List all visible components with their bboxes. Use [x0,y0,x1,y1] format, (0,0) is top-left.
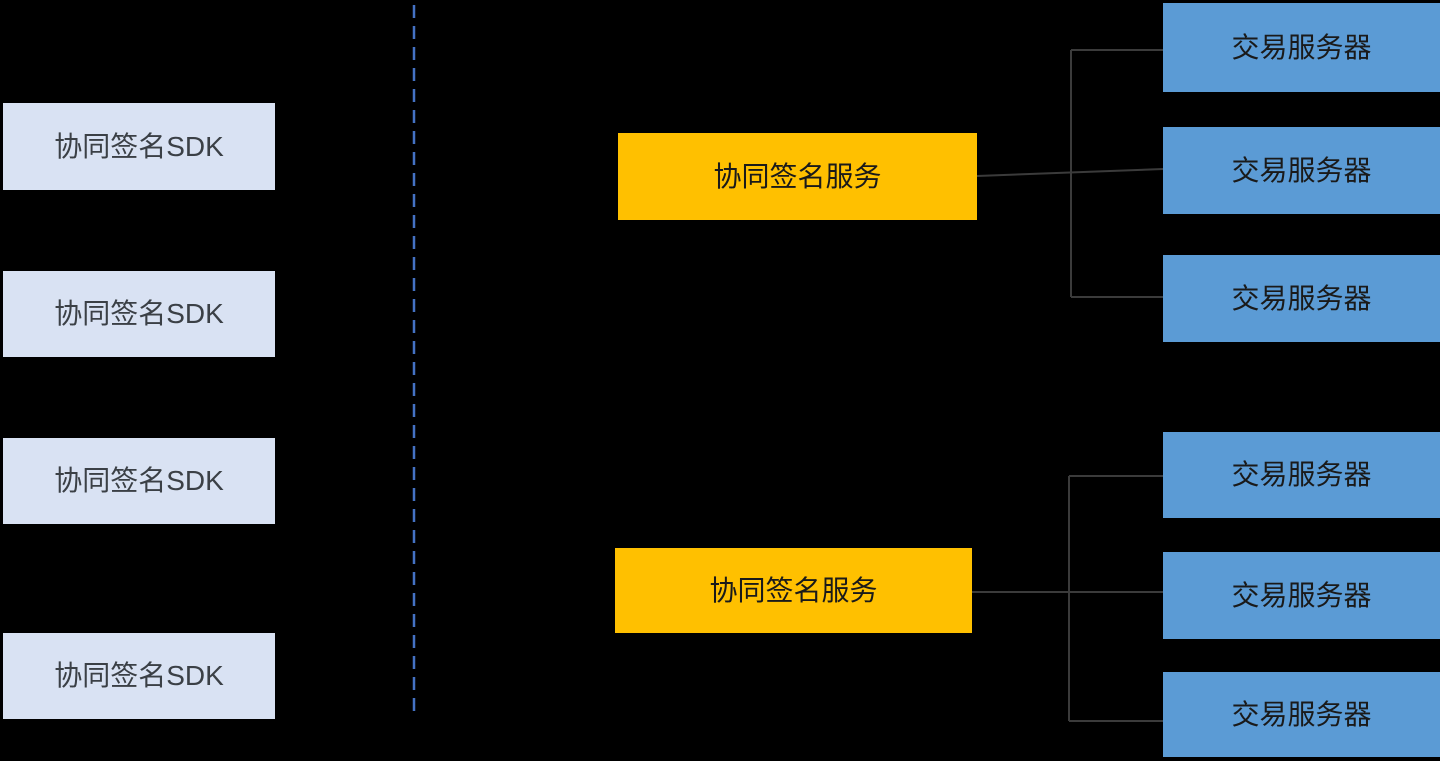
signing-service-node: 协同签名服务 [615,548,972,633]
trade-server-node: 交易服务器 [1163,432,1440,518]
sdk-node: 协同签名SDK [3,103,275,190]
trade-server-node: 交易服务器 [1163,255,1440,342]
sdk-node: 协同签名SDK [3,438,275,524]
trade-server-node: 交易服务器 [1163,127,1440,214]
trade-server-node: 交易服务器 [1163,672,1440,757]
trade-server-node: 交易服务器 [1163,3,1440,92]
sdk-node: 协同签名SDK [3,633,275,719]
signing-service-node: 协同签名服务 [618,133,977,220]
trade-server-node: 交易服务器 [1163,552,1440,639]
sdk-node: 协同签名SDK [3,271,275,357]
